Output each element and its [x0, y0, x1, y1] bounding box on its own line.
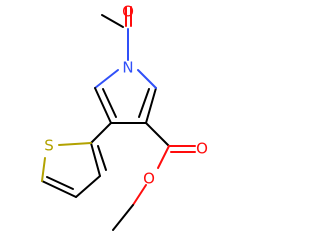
ester-oxygen-label: O	[143, 170, 155, 188]
ester-o-ethyl-bond	[132, 184, 147, 206]
thiophene-c5-s-bond	[41, 157, 46, 182]
pyrrole-c2-c3-bond	[94, 87, 112, 124]
ethyl-bond	[112, 204, 134, 231]
pyrrole-c4-c5-double-bond	[138, 88, 150, 118]
pyrrole-c2-c3-double-bond	[102, 88, 117, 118]
ester-oxygen-bond	[157, 145, 170, 169]
thiophene-c4-c5-double-bond	[46, 176, 74, 190]
thiophene-s-c2-bond	[58, 142, 92, 146]
thiophene-c4-c5-bond	[41, 180, 77, 198]
pyrrole-c5-n-bond	[137, 69, 157, 89]
nitrogen-label: N	[122, 59, 133, 77]
pyrrole-n-c2-bond	[94, 69, 119, 89]
pyrrole-to-thiophene-bond	[90, 122, 112, 144]
pyrrole-to-ester-carbon-bond	[145, 122, 170, 147]
molecule-structure: O N S O O	[41, 3, 208, 231]
thiophene-c3-c4-bond	[75, 175, 101, 198]
thiophene-c2-c3-double-bond	[97, 145, 107, 171]
sulfur-label: S	[44, 137, 54, 155]
acetyl-oxygen-label: O	[122, 3, 134, 21]
carbonyl-oxygen-label: O	[196, 140, 208, 158]
thiophene-c2-c3-bond	[90, 142, 101, 177]
pyrrole-c4-c5-bond	[145, 87, 157, 124]
molecule-canvas: O N S O O	[41, 2, 208, 231]
acetyl-methyl-bond	[101, 14, 124, 28]
